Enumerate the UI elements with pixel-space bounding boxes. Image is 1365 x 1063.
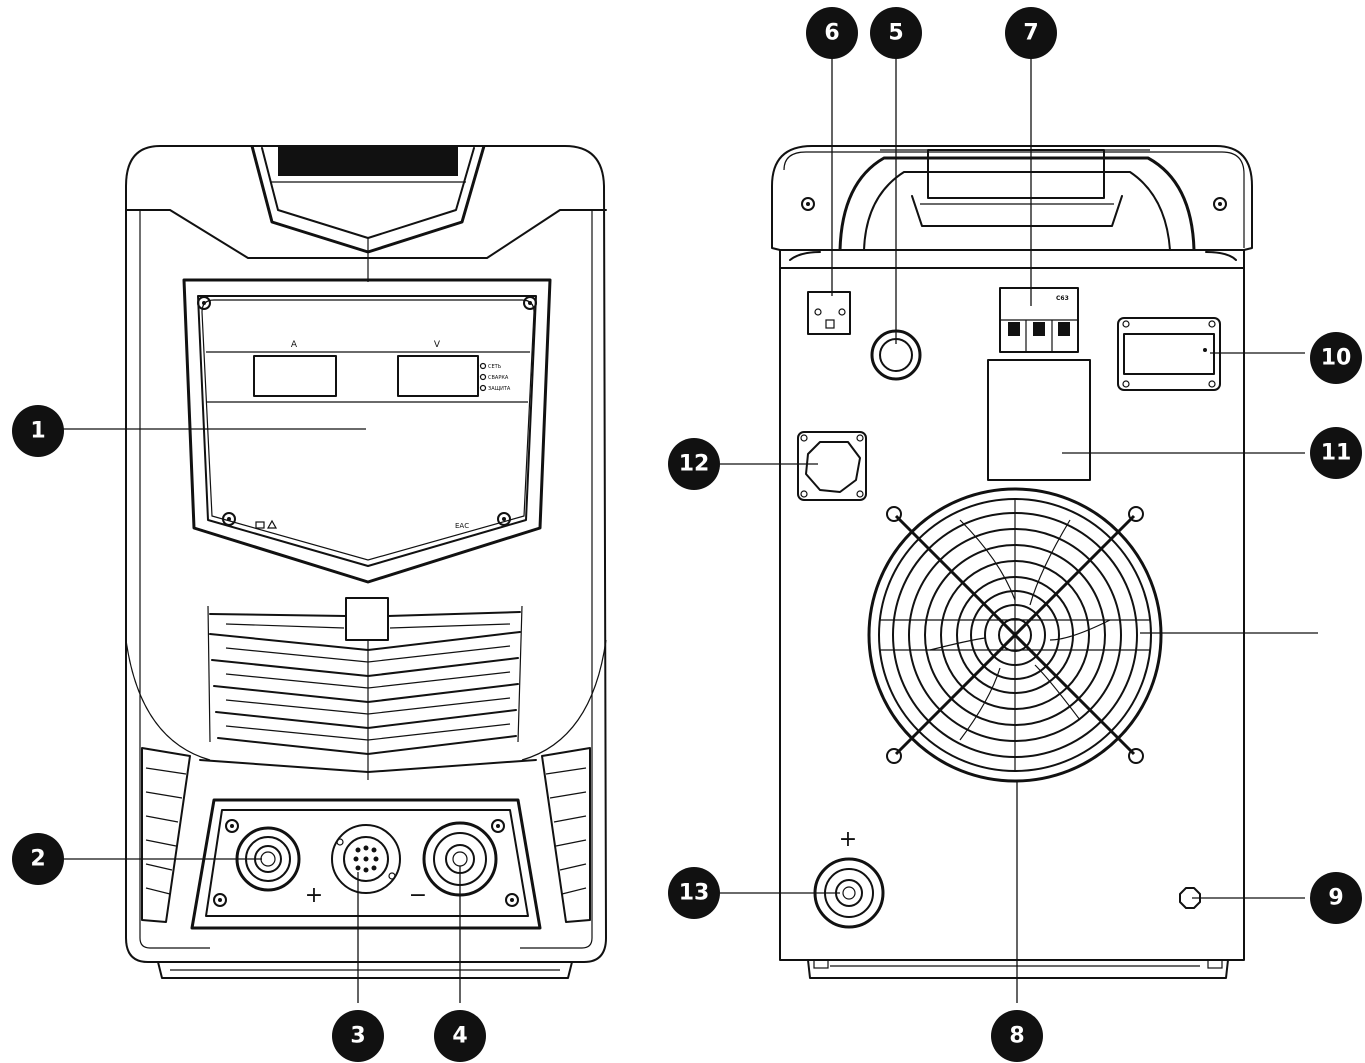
cooling-fan (867, 487, 1163, 783)
front-view: A V СЕТЬ СВАРКА ЗАЩИТА ЕАС (125, 145, 607, 979)
callout-5: 5 (870, 7, 922, 59)
callout-1: 1 (12, 405, 64, 457)
callout-8: 8 (991, 1010, 1043, 1062)
circuit-breaker: C63 (999, 287, 1079, 353)
callout-6: 6 (806, 7, 858, 59)
front-vent (207, 597, 523, 780)
side-grille-right (541, 747, 591, 923)
rear-window (1117, 317, 1221, 391)
callout-4: 4 (434, 1010, 486, 1062)
svg-text:12: 12 (679, 452, 710, 477)
control-connector (331, 824, 401, 894)
voltmeter-label: V (434, 340, 441, 350)
indicator-power-label: СЕТЬ (488, 364, 502, 370)
svg-text:1: 1 (30, 419, 45, 444)
svg-text:13: 13 (679, 881, 710, 906)
rear-view: C63 (771, 145, 1253, 979)
svg-text:7: 7 (1023, 21, 1038, 46)
front-minus-sign: − (409, 883, 427, 908)
rear-plus-sign: + (839, 827, 857, 852)
callout-10: 10 (1310, 332, 1362, 384)
svg-text:10: 10 (1321, 346, 1352, 371)
callout-9: 9 (1310, 872, 1362, 924)
indicator-protection-label: ЗАЩИТА (488, 386, 511, 392)
svg-text:2: 2 (30, 847, 45, 872)
breaker-label: C63 (1056, 295, 1069, 302)
rating-plate (987, 359, 1091, 481)
ammeter-display (253, 355, 337, 397)
svg-text:6: 6 (824, 21, 839, 46)
callout-11: 11 (1310, 427, 1362, 479)
callout-7: 7 (1005, 7, 1057, 59)
front-plus-sign: + (305, 883, 323, 908)
ammeter-label: A (291, 340, 298, 350)
callout-12: 12 (668, 438, 720, 490)
callout-13: 13 (668, 867, 720, 919)
eac-mark: ЕАС (455, 522, 469, 530)
callout-2: 2 (12, 833, 64, 885)
warning-icon (255, 519, 278, 529)
svg-text:8: 8 (1009, 1024, 1024, 1049)
svg-text:5: 5 (888, 21, 903, 46)
rear-socket (807, 291, 851, 335)
svg-text:4: 4 (452, 1024, 467, 1049)
voltmeter-display (397, 355, 479, 397)
rear-connector (797, 431, 867, 501)
side-grille-left (141, 747, 191, 923)
callout-3: 3 (332, 1010, 384, 1062)
svg-text:9: 9 (1328, 886, 1343, 911)
svg-text:3: 3 (350, 1024, 365, 1049)
drain-plug (1179, 887, 1201, 909)
leader-lines (62, 58, 1318, 1003)
indicator-weld-label: СВАРКА (488, 375, 509, 381)
svg-text:11: 11 (1321, 441, 1352, 466)
